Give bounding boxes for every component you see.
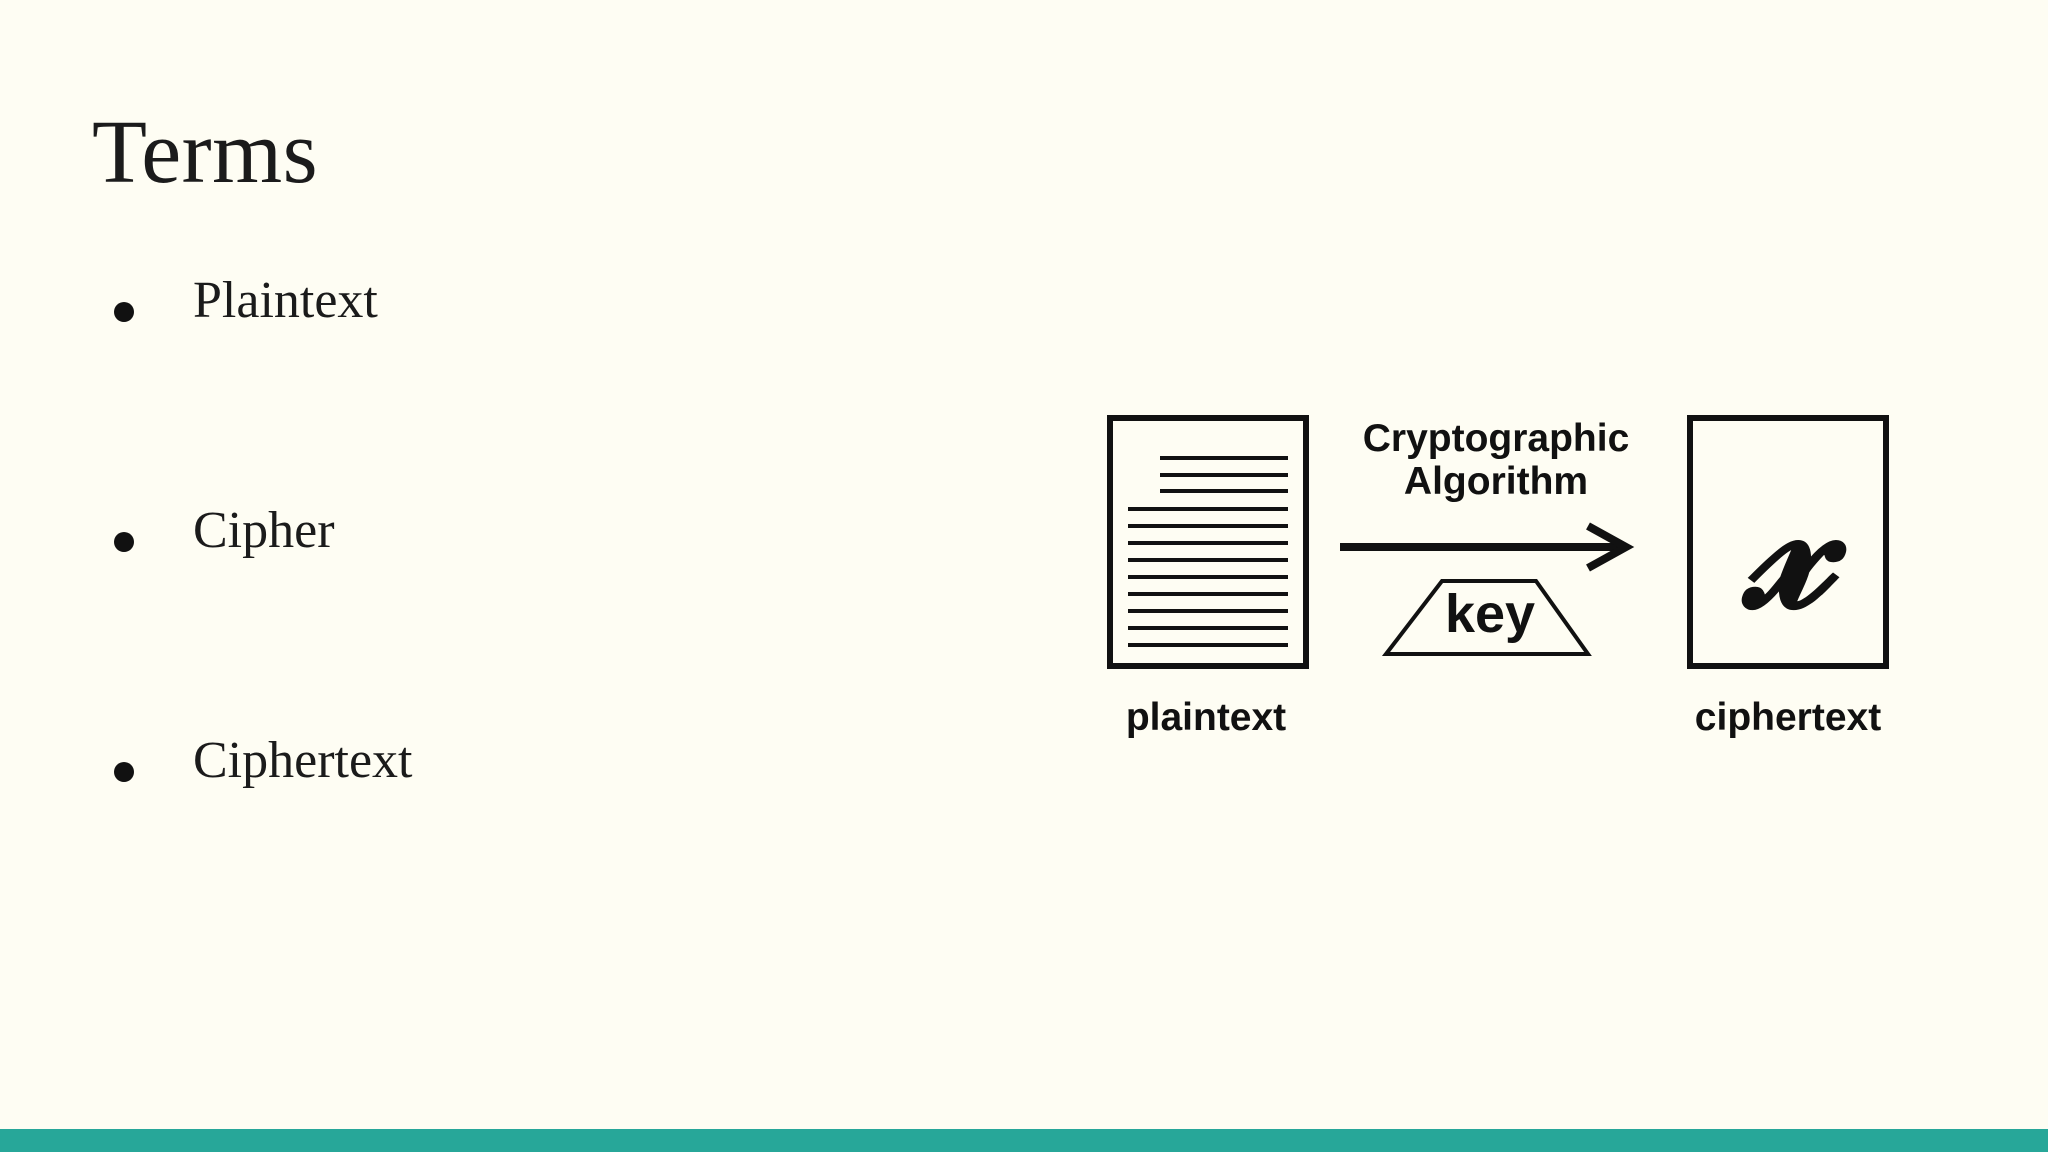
key-label: key (1445, 584, 1535, 644)
key-icon: key (1381, 579, 1592, 656)
arrow-right-icon (1340, 522, 1635, 572)
ciphertext-document-icon: 𝓍 (1687, 415, 1889, 669)
algorithm-label-line2: Algorithm (1404, 460, 1588, 503)
bullet-text: Ciphertext (193, 732, 413, 789)
encryption-diagram: plaintext Cryptographic Algorithm key 𝓍 … (1100, 400, 1900, 760)
cipher-symbol: 𝓍 (1740, 441, 1848, 645)
bullet-text: Plaintext (193, 272, 378, 329)
encryption-diagram-svg: plaintext Cryptographic Algorithm key 𝓍 … (1107, 415, 1889, 739)
plaintext-document-icon (1107, 415, 1309, 669)
bottom-accent-band (0, 1129, 2048, 1152)
slide-title: Terms (92, 103, 319, 202)
ciphertext-label: ciphertext (1695, 696, 1881, 739)
plaintext-label: plaintext (1126, 696, 1286, 739)
bullet-dot-icon (114, 302, 134, 322)
bullet-dot-icon (114, 532, 134, 552)
bullet-text: Cipher (193, 502, 335, 559)
bullet-dot-icon (114, 762, 134, 782)
algorithm-label-line1: Cryptographic (1363, 417, 1630, 460)
